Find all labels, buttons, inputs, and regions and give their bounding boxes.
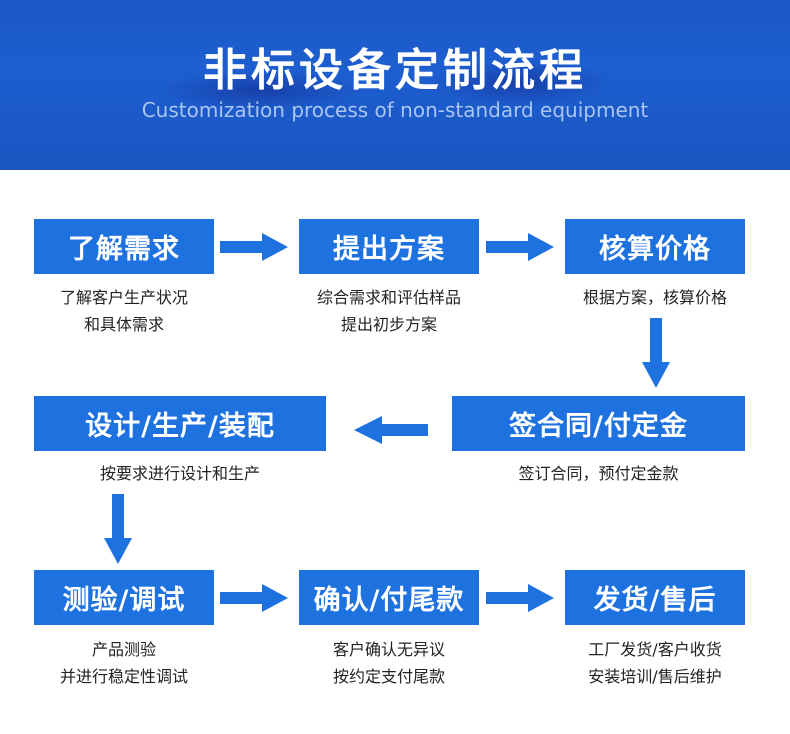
step-desc-line: 和具体需求 [83,315,164,334]
page-subtitle: Customization process of non-standard eq… [141,98,649,122]
step-desc-line: 综合需求和评估样品 [316,288,461,307]
step-desc-line: 安装培训/售后维护 [588,667,722,686]
step-box-propose-plan: 提出方案 [299,219,479,274]
step-desc-sign-contract: 签订合同，预付定金款 [452,460,745,487]
arrow-right-icon [220,584,288,612]
header-glow-right [430,60,610,105]
step-desc-line: 工厂发货/客户收货 [588,640,722,659]
step-desc-line: 根据方案，核算价格 [582,288,727,307]
step-box-understand-needs: 了解需求 [34,219,214,274]
arrow-right-icon [486,233,554,261]
step-desc-design-produce-assemble: 按要求进行设计和生产 [34,460,326,487]
arrow-left-icon [354,416,428,444]
step-desc-calculate-price: 根据方案，核算价格 [540,284,770,311]
step-desc-line: 产品测验 [91,640,156,659]
header-banner: 非标设备定制流程 Customization process of non-st… [0,0,790,170]
step-box-ship-after-sales: 发货/售后 [565,570,745,625]
step-desc-ship-after-sales: 工厂发货/客户收货 安装培训/售后维护 [540,636,770,690]
arrow-right-icon [220,233,288,261]
step-box-confirm-final-payment: 确认/付尾款 [299,570,479,625]
step-desc-confirm-final-payment: 客户确认无异议 按约定支付尾款 [274,636,504,690]
step-desc-test-debug: 产品测验 并进行稳定性调试 [14,636,234,690]
step-desc-line: 签订合同，预付定金款 [518,464,679,483]
header-glow-left [160,70,360,110]
arrow-down-icon [642,318,670,388]
step-desc-line: 按要求进行设计和生产 [99,464,260,483]
arrow-right-icon [486,584,554,612]
step-desc-understand-needs: 了解客户生产状况 和具体需求 [14,284,234,338]
step-desc-line: 提出初步方案 [340,315,437,334]
step-box-test-debug: 测验/调试 [34,570,214,625]
step-desc-line: 按约定支付尾款 [332,667,445,686]
arrow-down-icon [104,494,132,564]
step-box-sign-contract: 签合同/付定金 [452,396,745,451]
step-box-design-produce-assemble: 设计/生产/装配 [34,396,326,451]
step-desc-line: 客户确认无异议 [332,640,445,659]
page-title: 非标设备定制流程 [203,45,587,96]
step-box-calculate-price: 核算价格 [565,219,745,274]
step-desc-propose-plan: 综合需求和评估样品 提出初步方案 [274,284,504,338]
step-desc-line: 了解客户生产状况 [59,288,188,307]
step-desc-line: 并进行稳定性调试 [59,667,188,686]
